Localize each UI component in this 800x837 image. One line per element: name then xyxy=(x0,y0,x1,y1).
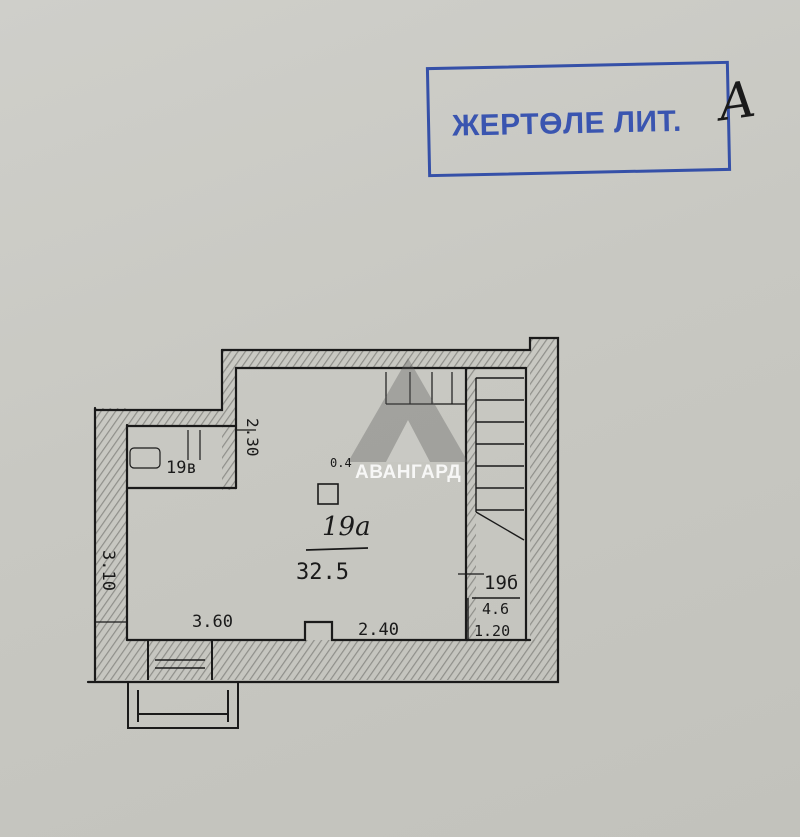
entrance-steps xyxy=(127,640,239,729)
upper-stair-marks xyxy=(385,372,466,405)
stairs xyxy=(475,377,525,541)
room-19b-label: 19б xyxy=(484,572,519,594)
watermark-logo xyxy=(348,358,468,462)
watermark-text: АВАНГАРД xyxy=(355,462,462,483)
dimension-niche-height: 2.30 xyxy=(243,418,262,457)
room-19a-area: 32.5 xyxy=(296,560,349,585)
room-19a-label: 19а xyxy=(322,512,371,542)
room-fraction-line xyxy=(305,547,369,551)
dimension-bottom-right: 2.40 xyxy=(358,620,399,640)
column-marker xyxy=(317,483,339,505)
dimension-left-height: 3.10 xyxy=(98,550,118,591)
dimension-column: 0.4 xyxy=(330,456,352,470)
room-19v-label: 19в xyxy=(166,458,197,478)
wall-fills xyxy=(95,338,558,680)
room-19b-width: 1.20 xyxy=(474,622,511,640)
room-19b-area: 4.6 xyxy=(482,600,510,618)
wall-outlines xyxy=(86,336,560,684)
dimension-bottom-left: 3.60 xyxy=(192,612,233,632)
fixture xyxy=(129,430,201,469)
